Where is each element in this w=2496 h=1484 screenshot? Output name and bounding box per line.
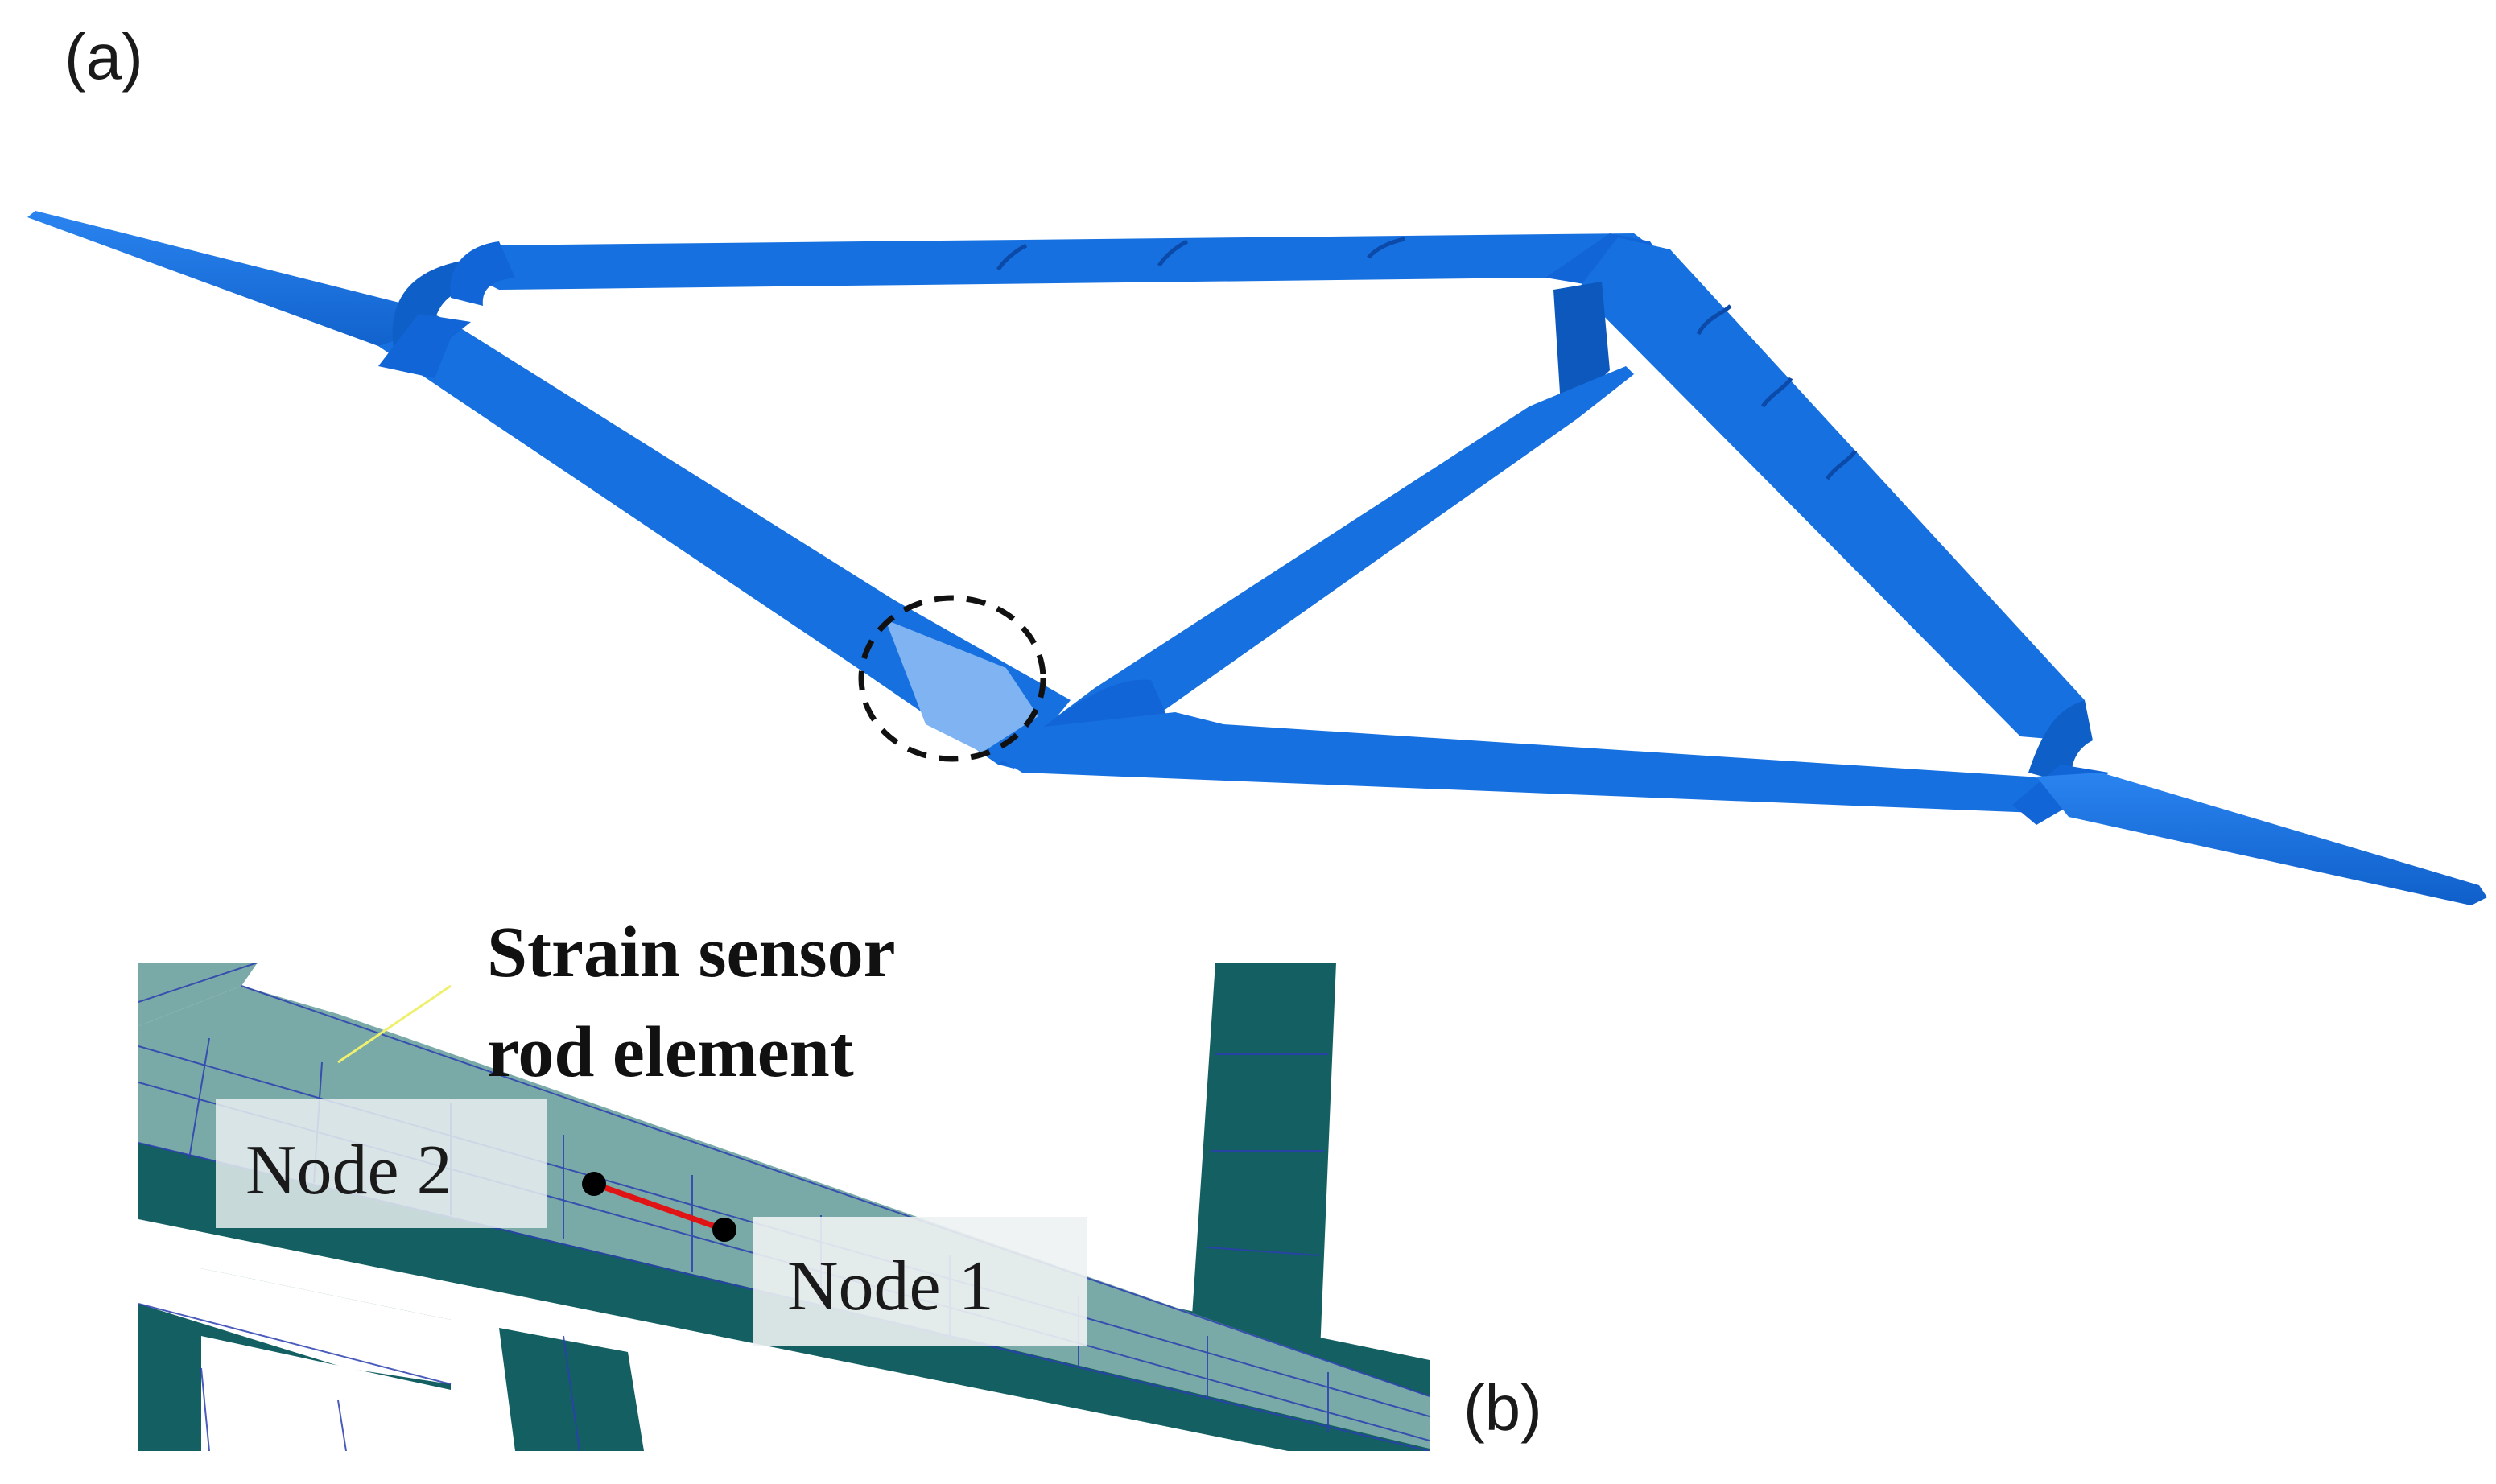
callout-line-1: Strain sensor [487,913,896,992]
node1-label: Node 1 [787,1247,994,1325]
node1-marker [712,1218,736,1242]
sensor-highlight-circle [858,595,1046,762]
left-wingtip-fin [378,314,471,378]
mesh-top-skin-corner [138,963,258,1026]
mesh-gap-2 [201,1336,507,1451]
strain-rod-element [592,1181,726,1233]
right-rear-wing-seams [1696,304,1858,480]
callout-line-2: rod element [487,1012,854,1092]
aircraft-model [27,211,2487,905]
lower-front-wing [990,712,2093,813]
node2-marker [582,1172,606,1196]
upper-wing-seams [996,237,1405,271]
mesh-vertical-rib [1191,963,1336,1352]
node2-label-box [216,1099,547,1228]
upper-left-corner [450,241,515,306]
upper-rear-wing [467,233,1666,290]
mesh-gap-3 [138,1239,201,1296]
panel-a-label: (a) [64,21,143,93]
inner-brace [1014,366,1634,769]
sensor-region [885,620,1038,752]
right-rear-wing [1578,237,2085,740]
left-front-wing [378,322,1071,769]
right-wingtip [2036,773,2487,905]
right-wingtip-joint [2028,700,2093,785]
mesh-gap-1 [138,1255,451,1384]
node1-label-box [753,1217,1087,1346]
node2-label: Node 2 [245,1132,452,1210]
panel-b-label: (b) [1463,1372,1542,1444]
left-wingtip [27,211,451,358]
callout-leader-line [337,984,452,1064]
mesh-closeup [138,963,1430,1451]
